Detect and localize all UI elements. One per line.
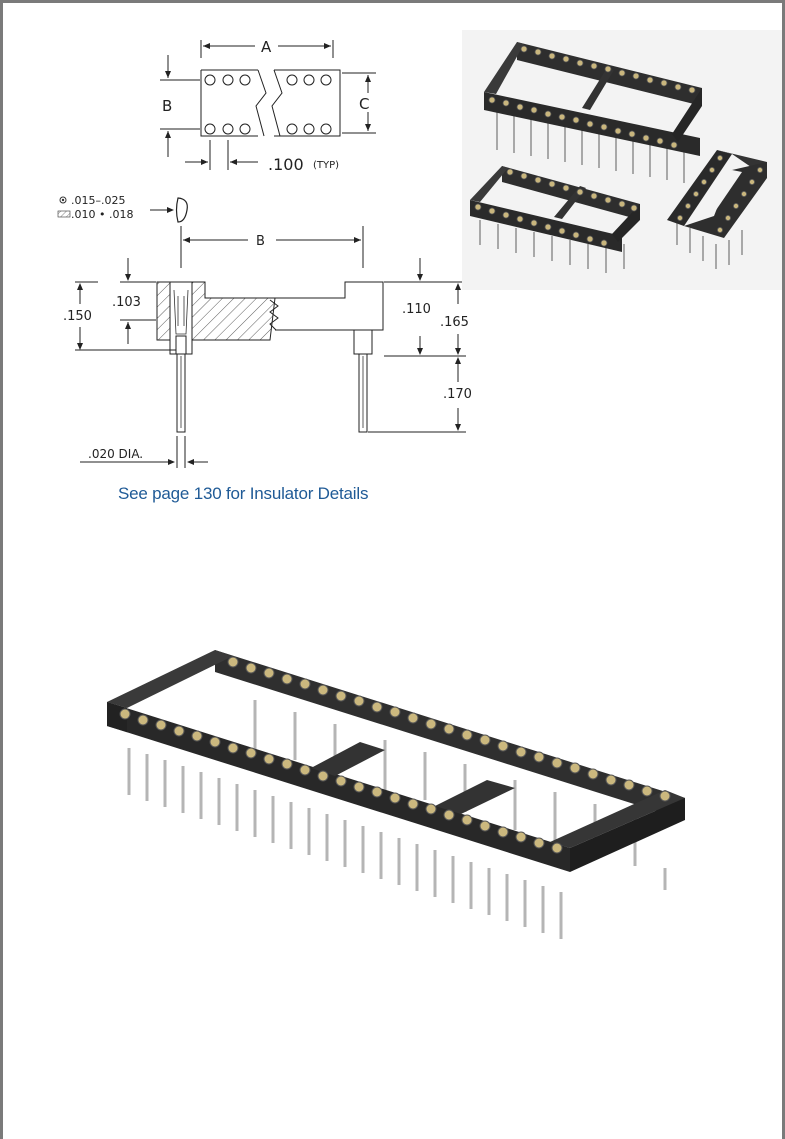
dim-110: .110: [402, 302, 431, 317]
socket-28-pin: [484, 42, 702, 183]
dim-150: .150: [63, 309, 92, 324]
product-photo-small: [462, 30, 782, 290]
dim-pitch-note: (TYP): [313, 160, 339, 171]
socket-40-pin-body: [107, 650, 685, 872]
dim-165: .165: [440, 315, 469, 330]
pin-legend: .015–.025 .010 • .018: [57, 194, 188, 223]
top-view: A B C: [160, 38, 376, 174]
dim-103: .103: [112, 295, 141, 310]
dim-label-a: A: [261, 38, 272, 56]
legend-round: .015–.025: [71, 194, 125, 207]
socket-20-pin: [470, 166, 640, 273]
socket-14-pin: [667, 150, 767, 269]
window-frame-top: [0, 0, 785, 3]
product-photo-large: [107, 650, 685, 939]
contacts-top-row: [227, 656, 671, 802]
dim-label-c: C: [359, 95, 369, 113]
technical-drawing: A B C: [57, 38, 472, 468]
dim-pin-dia: .020 DIA.: [88, 447, 143, 461]
side-view: B .150 .103 .110: [63, 226, 472, 468]
window-frame-left: [0, 0, 3, 1139]
window-frame-right: [782, 0, 785, 1139]
dim-170: .170: [443, 387, 472, 402]
dim-pitch: .100: [268, 155, 304, 174]
dim-label-b-side: B: [256, 234, 265, 249]
insulator-details-caption[interactable]: See page 130 for Insulator Details: [118, 484, 369, 503]
contacts-bottom-row: [119, 708, 563, 854]
legend-flat: .010 • .018: [71, 208, 133, 221]
dim-label-b-top: B: [162, 97, 172, 115]
